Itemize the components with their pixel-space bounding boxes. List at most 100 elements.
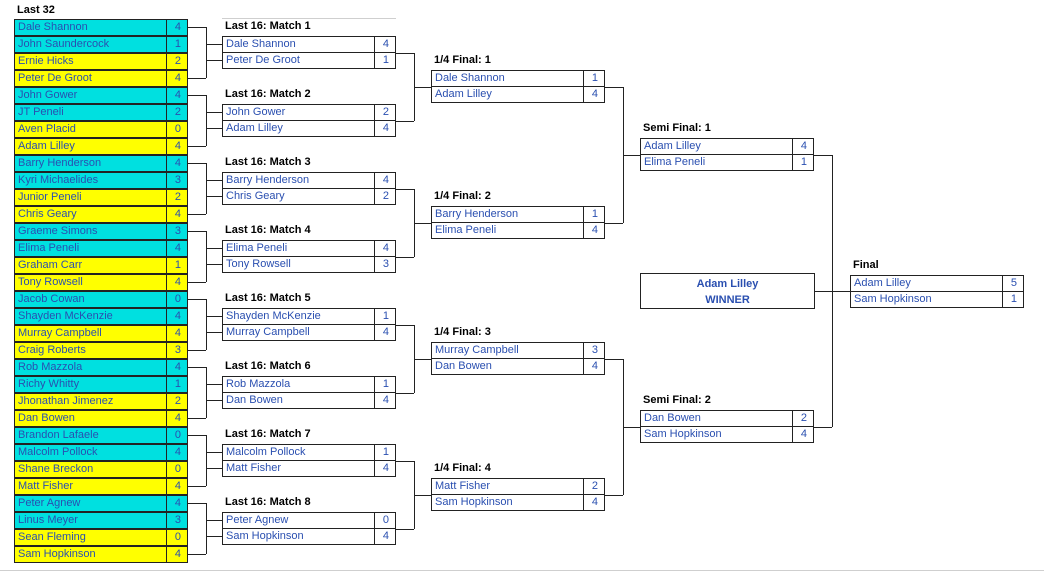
connector-line — [188, 27, 206, 28]
connector-line — [414, 359, 431, 360]
last32-player-score: 4 — [174, 140, 181, 152]
quarterfinal-1-header: 1/4 Final: 1 — [434, 54, 491, 66]
last16-7-header: Last 16: Match 7 — [225, 428, 311, 440]
connector-line — [396, 461, 414, 462]
last32-player-name: Aven Placid — [15, 122, 167, 137]
last16-7-player1-name: Malcolm Pollock — [223, 445, 375, 460]
last32-player-name: Dale Shannon — [15, 20, 167, 35]
last16-8-player1-score: 0 — [382, 514, 389, 526]
last32-header: Last 32 — [17, 4, 55, 16]
connector-line — [814, 291, 832, 292]
final-player2-row[interactable]: Sam Hopkinson 1 — [850, 291, 1024, 308]
last32-player-name: Linus Meyer — [15, 513, 167, 528]
last32-player-name: Elima Peneli — [15, 241, 167, 256]
last16-5-header: Last 16: Match 5 — [225, 292, 311, 304]
winner-name: Adam Lilley — [696, 278, 759, 290]
last16-4-player2-name: Tony Rowsell — [223, 257, 375, 272]
quarterfinal-2-player1-name: Barry Henderson — [432, 207, 584, 222]
last32-player-name: Murray Campbell — [15, 326, 167, 341]
last16-5-player2-name: Murray Campbell — [223, 325, 375, 340]
final-player1-row[interactable]: Adam Lilley 5 — [850, 275, 1024, 292]
last16-8-player2-score: 4 — [382, 530, 389, 542]
last16-3-player1-name: Barry Henderson — [223, 173, 375, 188]
last32-player-name: Ernie Hicks — [15, 54, 167, 69]
connector-line — [206, 95, 207, 146]
last32-player-score: 4 — [174, 361, 181, 373]
last32-player-name: Kyri Michaelides — [15, 173, 167, 188]
last32-player-score: 4 — [174, 242, 181, 254]
quarterfinal-4-player2-name: Sam Hopkinson — [432, 495, 584, 510]
last16-2-player1-name: John Gower — [223, 105, 375, 120]
last32-player-score: 0 — [174, 293, 181, 305]
quarterfinal-1-player1-name: Dale Shannon — [432, 71, 584, 86]
connector-line — [832, 291, 850, 292]
last32-player-name: Shane Breckon — [15, 462, 167, 477]
last16-7-player2-score: 4 — [382, 462, 389, 474]
last32-player-name: Malcolm Pollock — [15, 445, 167, 460]
semifinal-2-player1-name: Dan Bowen — [641, 411, 793, 426]
last32-row[interactable]: Elima Peneli 4 — [14, 240, 188, 257]
semifinal-2-player2-score: 4 — [800, 428, 807, 440]
